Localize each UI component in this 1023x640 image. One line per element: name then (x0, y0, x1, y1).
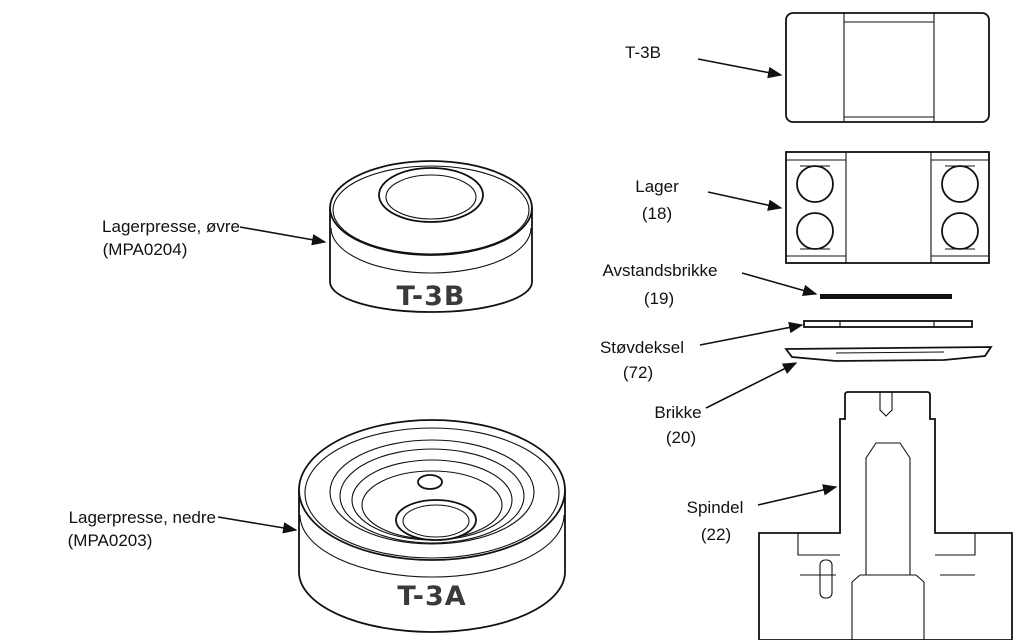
bearing-name-label: Lager (635, 177, 679, 196)
spindle-number-label: (22) (701, 525, 731, 544)
bearing-number-label: (18) (642, 204, 672, 223)
spindle-name-label: Spindel (687, 498, 744, 517)
dust-cover-view (803, 320, 973, 328)
lower-press-code-label: (MPA0203) (68, 531, 153, 550)
lower-bearing-press: T-3A (298, 419, 566, 633)
upper-press-name-label: Lagerpresse, øvre (102, 217, 240, 236)
washer-view (784, 346, 993, 362)
upper-bearing-press: T-3B (329, 160, 533, 313)
spacer-washer-view (820, 294, 952, 299)
bearing-section-view (785, 151, 990, 264)
dust-cover-name-label: Støvdeksel (600, 338, 684, 357)
spacer-number-label: (19) (644, 289, 674, 308)
upper-press-marking: T-3B (396, 281, 465, 312)
dust-cover-number-label: (72) (623, 363, 653, 382)
spacer-name-label: Avstandsbrikke (603, 261, 718, 280)
washer-number-label: (20) (666, 428, 696, 447)
t3b-section-view (785, 12, 990, 123)
lower-press-name-label: Lagerpresse, nedre (69, 508, 216, 527)
spindle-view (758, 391, 1013, 640)
washer-name-label: Brikke (654, 403, 701, 422)
upper-press-code-label: (MPA0204) (103, 240, 188, 259)
leader-arrows (217, 58, 838, 534)
lower-press-marking: T-3A (397, 581, 466, 612)
t3b-label: T-3B (625, 43, 661, 62)
